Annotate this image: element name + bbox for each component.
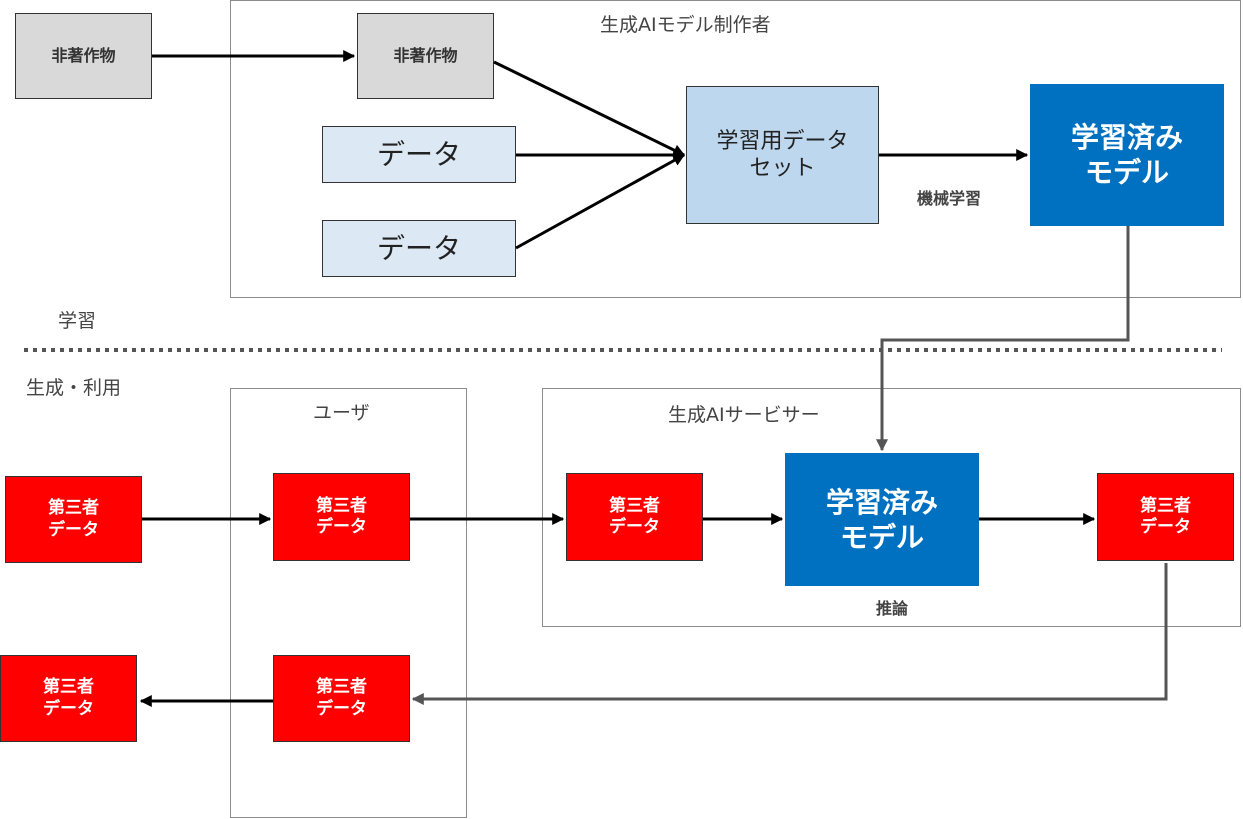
user-region xyxy=(230,388,467,818)
external-third-party-data-final: 第三者 データ xyxy=(0,655,137,742)
user-third-party-data-input: 第三者 データ xyxy=(273,473,410,561)
ai-servicer-region-title: 生成AIサービサー xyxy=(668,404,820,426)
model-creator-region xyxy=(230,0,1241,298)
servicer-third-party-data-output: 第三者 データ xyxy=(1097,473,1234,561)
user-region-title: ユーザ xyxy=(313,402,370,424)
machine-learning-label: 機械学習 xyxy=(917,189,982,208)
model-creator-region-title: 生成AIモデル制作者 xyxy=(600,14,771,36)
training-dataset-box: 学習用データ セット xyxy=(686,86,879,224)
trained-model-box-service: 学習済み モデル xyxy=(785,453,979,586)
servicer-third-party-data-input: 第三者 データ xyxy=(566,473,703,561)
inference-label: 推論 xyxy=(876,599,909,618)
data-box-1: データ xyxy=(322,126,516,183)
external-third-party-data-source: 第三者 データ xyxy=(5,476,142,563)
internal-nonwork-box: 非著作物 xyxy=(357,13,494,99)
trained-model-box-training: 学習済み モデル xyxy=(1030,84,1224,226)
phase-label-generation-use: 生成・利用 xyxy=(26,377,122,399)
phase-label-learning: 学習 xyxy=(58,310,97,332)
user-third-party-data-output: 第三者 データ xyxy=(273,655,410,742)
external-nonwork-box: 非著作物 xyxy=(15,13,152,99)
data-box-2: データ xyxy=(322,220,516,277)
